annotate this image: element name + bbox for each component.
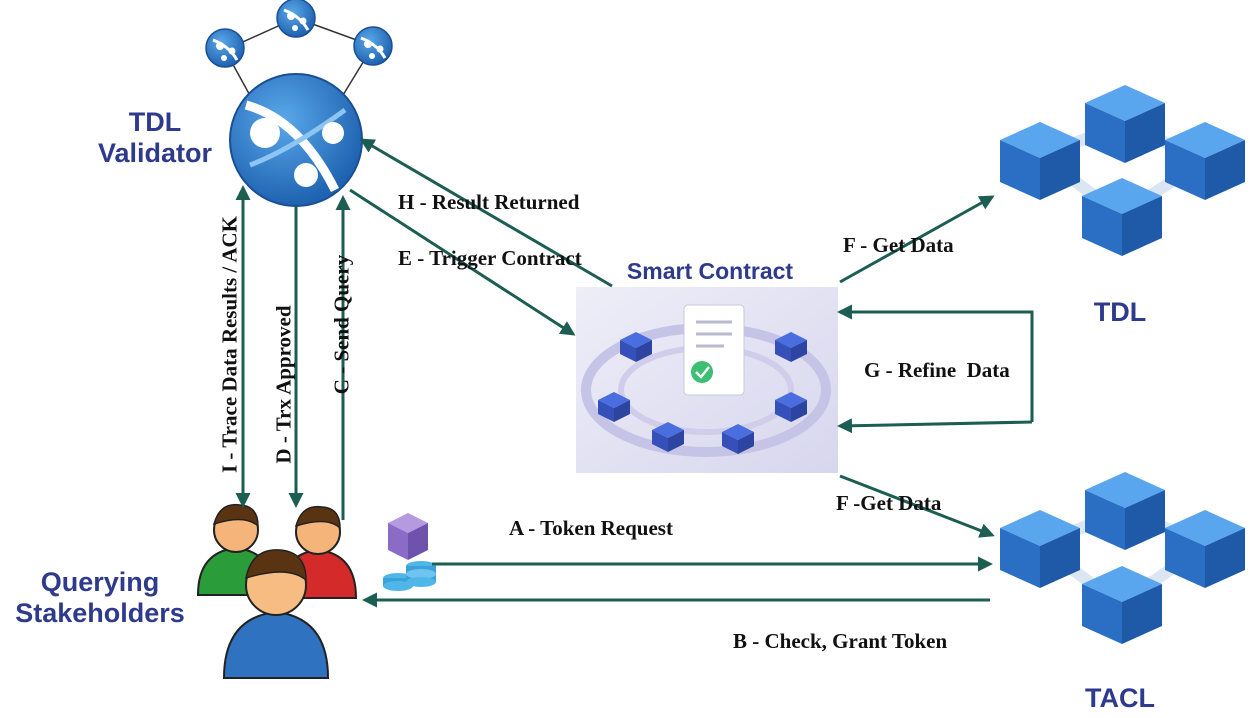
label-d-trx-approved: D - Trx Approved: [271, 305, 296, 464]
label-g-refine-data: G - Refine Data: [864, 358, 1010, 382]
arrow-g-refine-data-out: [837, 304, 1034, 422]
validator-network-icon: [204, 0, 394, 111]
smart-contract-image: [576, 287, 838, 473]
label-a-token-request: A - Token Request: [509, 516, 673, 540]
label-f-get-data-tacl: F -Get Data: [836, 491, 942, 515]
label-i-trace-data-results: I - Trace Data Results / ACK: [217, 215, 242, 474]
smart-contract-title: Smart Contract: [626, 258, 794, 284]
arrow-f-get-data-tdl: [839, 195, 995, 284]
arrow-e-trigger-contract: [349, 188, 576, 336]
arrow-h-result-returned: [359, 138, 613, 288]
database-icon: [383, 561, 436, 591]
label-c-send-query: C - Send Query: [329, 254, 354, 395]
label-f-get-data-tdl: F - Get Data: [843, 233, 954, 257]
label-h-result-returned: H - Result Returned: [398, 190, 580, 214]
arrow-g-refine-data-in: [837, 418, 1033, 434]
tacl-blockchain-icon: [1000, 472, 1245, 644]
arrow-f-get-data-tacl: [839, 474, 995, 538]
tacl-title: TACL: [1085, 683, 1155, 713]
tdl-validator-title: TDL Validator: [97, 107, 213, 169]
querying-stakeholders-title: Querying Stakeholders: [15, 567, 185, 629]
label-b-check-grant-token: B - Check, Grant Token: [733, 629, 948, 653]
validator-globe-icon: [229, 73, 363, 207]
label-e-trigger-contract: E - Trigger Contract: [398, 246, 582, 270]
token-cube-icon: [388, 513, 428, 560]
tdl-blockchain-icon: [1000, 85, 1245, 256]
stakeholders-icon: [196, 503, 358, 679]
tdl-title: TDL: [1093, 297, 1147, 327]
